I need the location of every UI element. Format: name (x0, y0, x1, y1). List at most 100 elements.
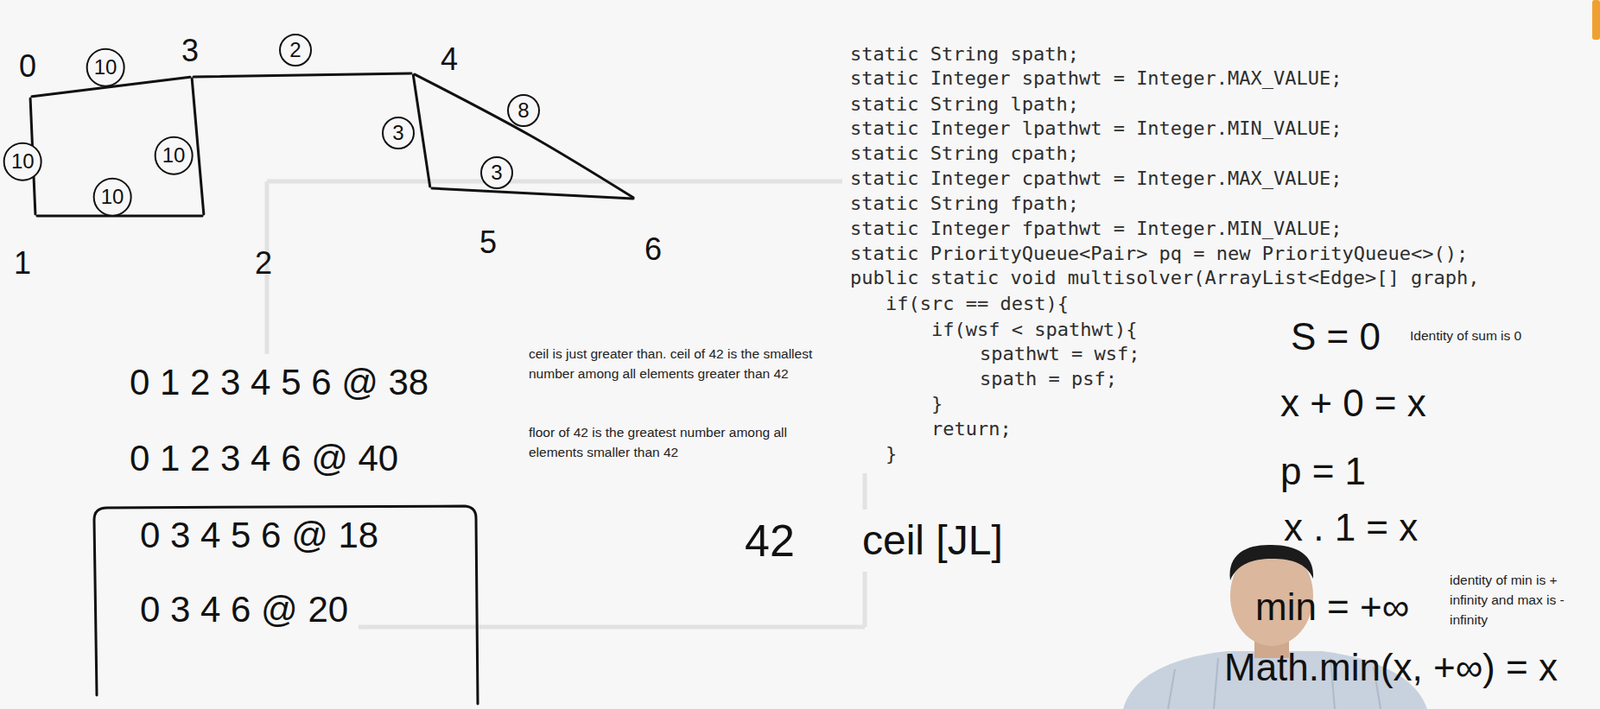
label-holder: 10 (173, 155, 213, 195)
frame-edge (863, 473, 868, 510)
label-holder: 3 (496, 172, 530, 206)
player-tab (1592, 0, 1600, 40)
label-holder: static String cpath; (850, 142, 1080, 166)
vertex-label: 1 (13, 244, 32, 282)
frame-edge (358, 625, 865, 630)
note-text: ceil is just greater than. ceil of 42 is… (528, 343, 827, 384)
note-text: floor of 42 is the greatest number among… (528, 422, 827, 463)
label-holder: 3 (398, 133, 432, 166)
label-holder: public static void multisolver(ArrayList… (850, 266, 1480, 290)
vertex-label: 6 (644, 230, 662, 268)
label-holder: return; (931, 418, 1012, 441)
code-line: } (931, 393, 943, 416)
handwritten-note: 0 1 2 3 4 5 6 @ 38 (129, 361, 429, 405)
graph-edge (414, 74, 634, 198)
vertex-label: 0 (19, 47, 37, 85)
label-holder: static String lpath; (850, 93, 1080, 116)
label-holder: floor of 42 is the greatest number among… (528, 422, 827, 463)
label-holder: ceil [JL] (862, 515, 1004, 566)
frame-edge (266, 179, 843, 185)
label-holder: static Integer cpathwt = Integer.MAX_VAL… (850, 167, 1343, 191)
label-holder: 10 (112, 196, 152, 236)
label-holder: 10 (22, 161, 62, 201)
code-line: static String cpath; (850, 142, 1080, 166)
code-line: static String spath; (850, 43, 1080, 66)
graph-vertex: 4 (411, 71, 415, 76)
code-line: static Integer cpathwt = Integer.MAX_VAL… (850, 167, 1343, 191)
handwritten-note: 0 3 4 5 6 @ 18 (139, 514, 379, 558)
hand-box (94, 506, 478, 705)
graph-edge (431, 188, 634, 199)
graph-edge (191, 78, 204, 215)
label-holder: 0 1 2 3 4 6 @ 40 (129, 437, 399, 481)
edge-weight: 10 (154, 136, 194, 176)
handwritten-note: p = 1 (1280, 449, 1366, 496)
handwritten-note: ceil [JL] (862, 515, 1004, 566)
label-holder: 0 3 4 5 6 @ 18 (139, 514, 379, 558)
edge-weight: 3 (381, 116, 415, 150)
label-holder: static String spath; (850, 43, 1080, 66)
label-holder: static String fpath; (850, 192, 1080, 216)
label-holder: Identity of sum is 0 (1409, 325, 1522, 346)
label-holder: spath = psf; (979, 368, 1118, 391)
label-holder: 10 (105, 67, 145, 107)
frame-edge (863, 571, 868, 628)
handwritten-note: 0 1 2 3 4 6 @ 40 (129, 437, 399, 481)
note-text: Identity of sum is 0 (1409, 325, 1522, 346)
edge-weight: 8 (507, 94, 540, 127)
handwritten-note: min = +∞ (1255, 584, 1410, 631)
handwritten-note: 42 (744, 514, 795, 568)
graph-vertex: 2 (202, 214, 206, 218)
label-holder: x + 0 = x (1280, 380, 1427, 427)
handwritten-note: x + 0 = x (1280, 380, 1427, 427)
label-holder: static PriorityQueue<Pair> pq = new Prio… (850, 242, 1468, 266)
vertex-label: 3 (181, 31, 199, 70)
label-holder: Math.min(x, +∞) = x (1224, 645, 1558, 692)
code-line: static Integer lpathwt = Integer.MIN_VAL… (850, 117, 1343, 140)
shirt-stripe (1168, 669, 1175, 709)
label-holder: 2 (295, 50, 329, 83)
note-text: identity of min is + infinity and max is… (1449, 570, 1590, 630)
label-holder: static Integer spathwt = Integer.MAX_VAL… (850, 67, 1343, 90)
graph-edge (412, 75, 430, 187)
code-line: spath = psf; (979, 368, 1118, 391)
code-line: static String lpath; (850, 93, 1080, 116)
graph-vertex: 0 (28, 95, 32, 99)
code-line: static Integer spathwt = Integer.MAX_VAL… (850, 67, 1343, 90)
label-holder: 8 (523, 110, 557, 144)
code-line: return; (931, 418, 1012, 441)
label-holder: } (885, 443, 897, 466)
handwritten-note: S = 0 (1290, 314, 1381, 361)
graph-edge (193, 73, 412, 77)
edge-weight: 10 (3, 142, 43, 182)
label-holder: p = 1 (1280, 449, 1366, 496)
graph-vertex: 6 (633, 196, 637, 201)
edge-weight: 10 (86, 48, 126, 88)
label-holder: spathwt = wsf; (979, 342, 1140, 366)
label-holder: 42 (744, 514, 795, 568)
label-holder: x . 1 = x (1283, 505, 1418, 552)
label-holder: static Integer lpathwt = Integer.MIN_VAL… (850, 117, 1343, 140)
label-holder: 0 1 2 3 4 5 6 @ 38 (129, 361, 429, 405)
graph-vertex: 5 (428, 186, 432, 191)
shirt-stripe (1213, 658, 1219, 709)
code-line: spathwt = wsf; (979, 342, 1140, 366)
hair (1230, 545, 1315, 581)
label-holder: 0 3 4 6 @ 20 (139, 588, 349, 632)
label-holder: if(src == dest){ (885, 292, 1069, 316)
code-line: } (885, 443, 897, 466)
vertex-label: 4 (440, 40, 458, 78)
vertex-label: 2 (254, 244, 273, 282)
vertex-label: 5 (479, 223, 497, 261)
handwritten-note: 0 3 4 6 @ 20 (139, 588, 349, 632)
handwritten-note: x . 1 = x (1283, 505, 1418, 552)
label-holder: min = +∞ (1255, 584, 1410, 631)
code-line: if(wsf < spathwt){ (931, 318, 1137, 342)
code-line: static String fpath; (850, 192, 1080, 216)
graph-vertex: 3 (190, 75, 194, 79)
faint-frame (266, 181, 865, 628)
code-line: static Integer fpathwt = Integer.MIN_VAL… (850, 217, 1343, 241)
code-line: static PriorityQueue<Pair> pq = new Prio… (850, 242, 1468, 266)
label-holder: } (931, 393, 943, 416)
edge-weight: 3 (480, 156, 514, 190)
